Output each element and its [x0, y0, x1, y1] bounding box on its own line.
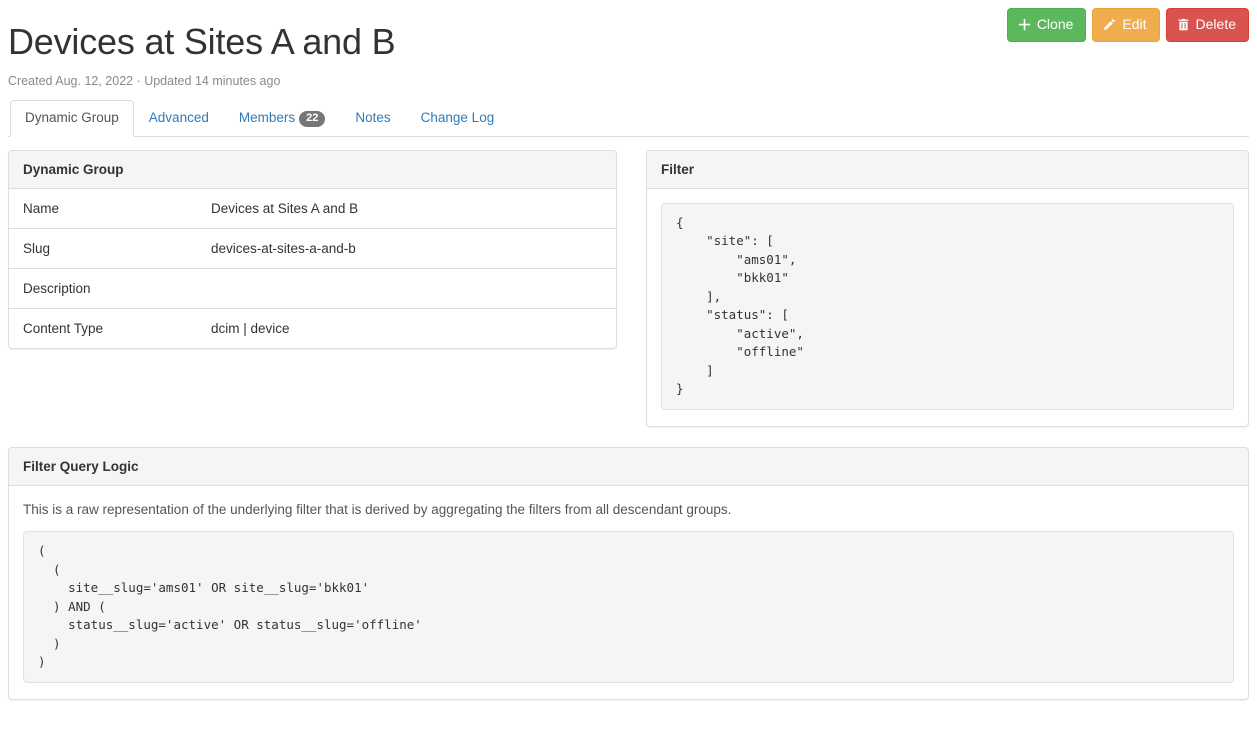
tab-dynamic-group-link[interactable]: Dynamic Group [10, 100, 134, 137]
filter-panel: Filter { "site": [ "ams01", "bkk01" ], "… [646, 149, 1249, 427]
tab-notes-link[interactable]: Notes [340, 100, 405, 136]
page-container: Clone Edit Delete Devices at Sites A and… [8, 8, 1249, 700]
dynamic-group-table: Name Devices at Sites A and B Slug devic… [9, 189, 616, 349]
clone-button-label: Clone [1036, 16, 1074, 32]
page-subtitle: Created Aug. 12, 2022 · Updated 14 minut… [8, 73, 281, 88]
filter-query-logic-row: Filter Query Logic This is a raw represe… [8, 446, 1249, 700]
row-label-slug: Slug [9, 227, 197, 269]
left-column: Dynamic Group Name Devices at Sites A an… [8, 149, 617, 350]
table-row: Slug devices-at-sites-a-and-b [9, 227, 616, 269]
table-row: Name Devices at Sites A and B [9, 189, 616, 229]
delete-button[interactable]: Delete [1165, 8, 1249, 42]
dynamic-group-panel-heading: Dynamic Group [9, 150, 616, 189]
table-row: Content Type dcim | device [9, 308, 616, 349]
row-label-content-type: Content Type [9, 308, 197, 349]
dynamic-group-panel: Dynamic Group Name Devices at Sites A an… [8, 149, 617, 350]
row-label-name: Name [23, 200, 60, 216]
tab-notes-label: Notes [355, 110, 391, 126]
filter-query-logic-help-text: This is a raw representation of the unde… [23, 501, 732, 517]
tab-advanced[interactable]: Advanced [134, 100, 224, 136]
main-columns: Dynamic Group Name Devices at Sites A an… [8, 149, 1249, 427]
row-value-name: Devices at Sites A and B [211, 200, 359, 216]
edit-button-label: Edit [1122, 16, 1147, 32]
clone-button[interactable]: Clone [1006, 8, 1087, 42]
filter-panel-body: { "site": [ "ams01", "bkk01" ], "status"… [647, 189, 1248, 426]
row-value-slug: devices-at-sites-a-and-b [197, 227, 616, 269]
tab-members-label: Members [238, 110, 296, 126]
filter-query-logic-panel: Filter Query Logic This is a raw represe… [8, 446, 1249, 700]
filter-query-logic-panel-body: This is a raw representation of the unde… [9, 486, 1248, 699]
tab-change-log-link[interactable]: Change Log [406, 100, 510, 136]
edit-button[interactable]: Edit [1092, 8, 1160, 42]
filter-query-logic-panel-heading: Filter Query Logic [9, 447, 1248, 486]
table-row: Description [9, 267, 616, 309]
pencil-icon [1103, 18, 1116, 31]
filter-query-logic-code: ( ( site__slug='ams01' OR site__slug='bk… [23, 531, 1234, 683]
tab-dynamic-group-label: Dynamic Group [25, 110, 119, 126]
delete-button-label: Delete [1195, 16, 1236, 32]
filter-panel-heading: Filter [647, 150, 1248, 189]
tab-notes[interactable]: Notes [340, 100, 405, 136]
tab-change-log-label: Change Log [420, 110, 495, 126]
row-label-description: Description [9, 267, 197, 309]
action-button-group: Clone Edit Delete [1006, 8, 1249, 42]
trash-icon [1177, 18, 1190, 31]
tab-advanced-link[interactable]: Advanced [134, 100, 224, 136]
page-title: Devices at Sites A and B [8, 21, 396, 62]
row-value-description [197, 267, 616, 309]
filter-json-code: { "site": [ "ams01", "bkk01" ], "status"… [661, 202, 1234, 410]
tab-dynamic-group[interactable]: Dynamic Group [10, 100, 134, 137]
tab-change-log[interactable]: Change Log [406, 100, 510, 136]
members-count-badge: 22 [299, 111, 326, 128]
row-value-content-type: dcim | device [197, 308, 616, 349]
right-column: Filter { "site": [ "ams01", "bkk01" ], "… [646, 149, 1249, 427]
plus-icon [1018, 18, 1031, 31]
tab-advanced-label: Advanced [148, 110, 209, 126]
